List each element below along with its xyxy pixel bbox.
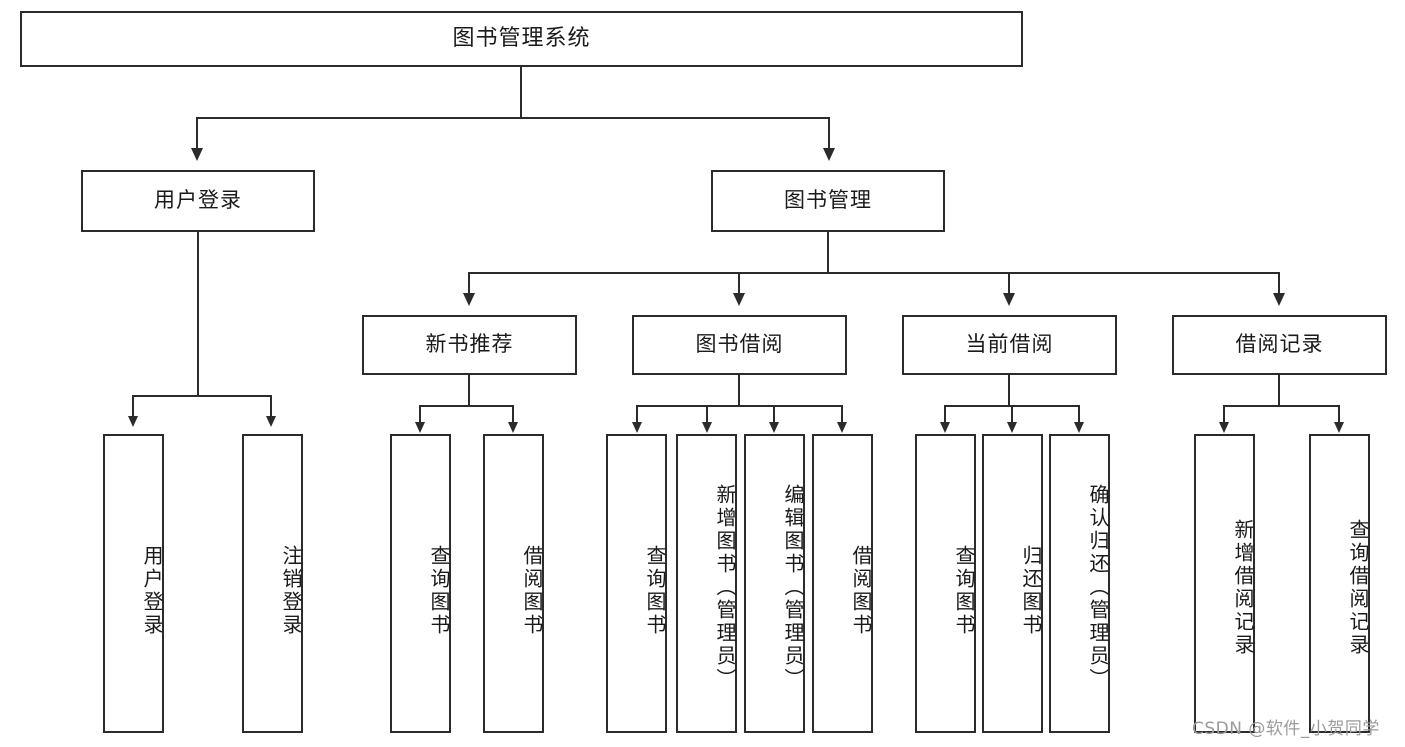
arrow-current-borrow-leaf-2 (1074, 422, 1084, 433)
connector-new-book-leaf-0 (419, 405, 421, 425)
connector-borrow-record-bus (1223, 405, 1340, 407)
leaf-new-book-borrow[interactable]: 借阅图书 (483, 434, 544, 733)
node-book-manage[interactable]: 图书管理 (711, 170, 945, 232)
arrow-borrow-record-leaf-1 (1334, 422, 1344, 433)
arrow-book-borrow-leaf-1 (702, 422, 712, 433)
arrow-to-borrow-record (1273, 293, 1285, 306)
node-user-login[interactable]: 用户登录 (81, 170, 315, 232)
connector-book-borrow-stem (738, 375, 740, 407)
connector-new-book-stem (468, 375, 470, 407)
connector-user-login-leaf-1 (270, 395, 272, 419)
leaf-user-login-logout[interactable]: 注销登录 (242, 434, 303, 733)
leaf-new-book-query[interactable]: 查询图书 (390, 434, 451, 733)
connector-to-borrow-record (1278, 272, 1280, 296)
connector-current-borrow-leaf-1 (1011, 405, 1013, 425)
leaf-book-borrow-query[interactable]: 查询图书 (606, 434, 667, 733)
leaf-user-login-login[interactable]: 用户登录 (103, 434, 164, 733)
arrow-book-borrow-leaf-2 (769, 422, 779, 433)
leaf-current-borrow-confirm[interactable]: 确认归还（管理员） (1049, 434, 1110, 733)
connector-root-stem (520, 67, 522, 118)
node-new-book-recommend[interactable]: 新书推荐 (362, 315, 577, 375)
leaf-book-borrow-edit[interactable]: 编辑图书（管理员） (744, 434, 805, 733)
arrow-current-borrow-leaf-0 (940, 422, 950, 433)
connector-current-borrow-leaf-2 (1078, 405, 1080, 425)
node-current-borrow[interactable]: 当前借阅 (902, 315, 1117, 375)
arrow-root-to-book-manage (823, 148, 835, 161)
connector-current-borrow-leaf-0 (944, 405, 946, 425)
arrow-to-current-borrow (1003, 293, 1015, 306)
arrow-root-to-user-login (191, 148, 203, 161)
arrow-user-login-leaf-0 (128, 416, 138, 427)
connector-to-current-borrow (1008, 272, 1010, 296)
leaf-current-borrow-query[interactable]: 查询图书 (915, 434, 976, 733)
connector-borrow-record-leaf-1 (1338, 405, 1340, 425)
connector-to-book-borrow (738, 272, 740, 296)
connector-root-to-book-manage (828, 117, 830, 151)
connector-new-book-bus (419, 405, 514, 407)
arrow-current-borrow-leaf-1 (1007, 422, 1017, 433)
connector-book-manage-stem (827, 232, 829, 273)
connector-book-borrow-leaf-3 (841, 405, 843, 425)
node-root-system[interactable]: 图书管理系统 (20, 11, 1023, 67)
arrow-new-book-leaf-1 (508, 422, 518, 433)
connector-root-bus (196, 117, 830, 119)
arrow-borrow-record-leaf-0 (1219, 422, 1229, 433)
connector-new-book-leaf-1 (512, 405, 514, 425)
node-borrow-record[interactable]: 借阅记录 (1172, 315, 1387, 375)
arrow-to-book-borrow (733, 293, 745, 306)
connector-user-login-stem (197, 232, 199, 397)
node-book-borrow[interactable]: 图书借阅 (632, 315, 847, 375)
connector-book-borrow-leaf-1 (706, 405, 708, 425)
connector-borrow-record-stem (1278, 375, 1280, 407)
leaf-borrow-record-add[interactable]: 新增借阅记录 (1194, 434, 1255, 733)
connector-user-login-leaf-0 (132, 395, 134, 419)
connector-root-to-user-login (196, 117, 198, 151)
connector-book-borrow-leaf-0 (636, 405, 638, 425)
leaf-book-borrow-lend[interactable]: 借阅图书 (812, 434, 873, 733)
arrow-user-login-leaf-1 (266, 416, 276, 427)
connector-level2-bus (468, 272, 1280, 274)
arrow-book-borrow-leaf-3 (837, 422, 847, 433)
connector-to-new-book (468, 272, 470, 296)
leaf-current-borrow-return[interactable]: 归还图书 (982, 434, 1043, 733)
leaf-book-borrow-add[interactable]: 新增图书（管理员） (676, 434, 737, 733)
leaf-borrow-record-query[interactable]: 查询借阅记录 (1309, 434, 1370, 733)
arrow-book-borrow-leaf-0 (632, 422, 642, 433)
arrow-to-new-book (463, 293, 475, 306)
connector-user-login-bus (132, 395, 270, 397)
connector-borrow-record-leaf-0 (1223, 405, 1225, 425)
connector-book-borrow-bus (636, 405, 843, 407)
connector-book-borrow-leaf-2 (773, 405, 775, 425)
connector-current-borrow-stem (1008, 375, 1010, 407)
arrow-new-book-leaf-0 (415, 422, 425, 433)
csdn-watermark: CSDN @软件_小贺同学 (1192, 719, 1380, 739)
